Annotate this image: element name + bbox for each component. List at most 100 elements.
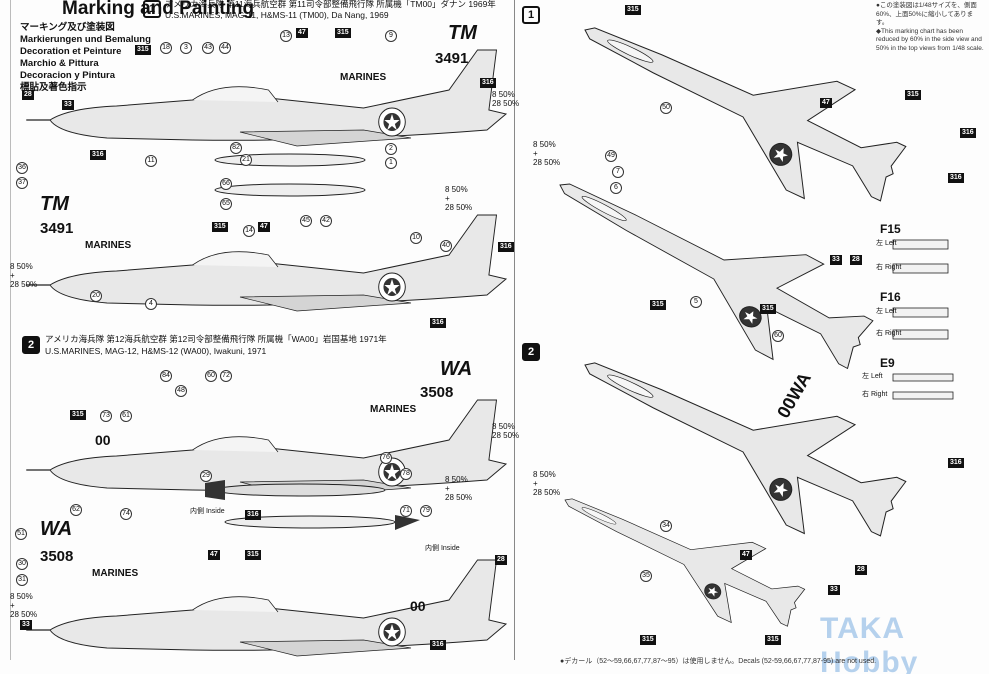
callout-316: 316 [960, 128, 976, 138]
section-1-badge: 1 [143, 0, 161, 18]
fin-f15-right: 右 Right [876, 264, 902, 271]
s1-tail-code: TM [448, 22, 477, 44]
callout-61: 61 [120, 410, 132, 422]
subtitle-de: Markierungen und Bemalung [20, 34, 151, 45]
callout-14: 14 [243, 225, 255, 237]
left-margin-rule [10, 0, 11, 660]
fin-e9-label: E9 [880, 356, 895, 370]
fin-f16-right: 右 Right [876, 330, 902, 337]
callout-74: 74 [120, 508, 132, 520]
subtitle-jp: マーキング及び塗装図 [20, 22, 115, 33]
ratio-label: 8 50%+28 50% [10, 262, 38, 289]
callout-315: 315 [625, 5, 641, 15]
callout-62: 62 [70, 504, 82, 516]
s2-tail-code: WA [440, 358, 473, 380]
callout-315: 315 [212, 222, 228, 232]
ratio-label: 8 50%28 50% [492, 90, 520, 108]
callout-66: 66 [220, 178, 232, 190]
callout-65: 65 [220, 198, 232, 210]
s2-nose-number: 00 [95, 432, 111, 448]
callout-316: 316 [430, 318, 446, 328]
callout-2: 2 [385, 143, 397, 155]
callout-28: 28 [855, 565, 867, 575]
inside-label: 内側 Inside [425, 545, 460, 552]
callout-45: 45 [300, 215, 312, 227]
callout-20: 20 [90, 290, 102, 302]
s2-fuselage-marking-2: MARINES [92, 568, 139, 579]
callout-316: 316 [430, 640, 446, 650]
callout-315: 315 [640, 635, 656, 645]
callout-316: 316 [948, 173, 964, 183]
callout-4: 4 [145, 298, 157, 310]
unused-decals-note: ●デカール（52〜59,66,67,77,87〜95）は使用しません。Decal… [560, 658, 877, 665]
callout-29: 29 [200, 470, 212, 482]
subtitle-fr: Decoration et Peinture [20, 46, 122, 57]
callout-316: 316 [498, 242, 514, 252]
subtitle-cn: 標貼及著色指示 [20, 82, 87, 93]
s1-tail-number-2: 3491 [40, 220, 74, 237]
ratio-label: 8 50%+28 50% [445, 475, 473, 502]
callout-47: 47 [296, 28, 308, 38]
ratio-label: 8 50%28 50% [492, 422, 520, 440]
section-2-title-en: U.S.MARINES, MAG-12, H&MS-12 (WA00), Iwa… [45, 346, 267, 356]
callout-10: 10 [410, 232, 422, 244]
s2-tail-number-2: 3508 [40, 548, 74, 565]
callout-315: 315 [245, 550, 261, 560]
callout-3: 3 [180, 42, 192, 54]
callout-43: 43 [202, 42, 214, 54]
fin-e9-left: 左 Left [862, 373, 883, 380]
scale-note-en: ◆This marking chart has been reduced by … [876, 27, 984, 52]
ratio-label: 8 50%+28 50% [445, 185, 473, 212]
callout-60: 60 [772, 330, 784, 342]
callout-9: 9 [385, 30, 397, 42]
callout-33: 33 [830, 255, 842, 265]
callout-79: 79 [420, 505, 432, 517]
callout-47: 47 [740, 550, 752, 560]
section-1-badge-top: 1 [522, 6, 540, 24]
callout-73: 73 [100, 410, 112, 422]
ratio-label: 8 50%+28 50% [533, 470, 561, 497]
callout-5: 5 [690, 296, 702, 308]
callout-44: 44 [219, 42, 231, 54]
callout-60: 60 [205, 370, 217, 382]
s2-tail-number: 3508 [420, 384, 454, 401]
callout-47: 47 [208, 550, 220, 560]
callout-51: 51 [15, 528, 27, 540]
callout-40: 40 [440, 240, 452, 252]
callout-316: 316 [90, 150, 106, 160]
inside-label: 内側 Inside [190, 508, 225, 515]
callout-315: 315 [135, 45, 151, 55]
callout-35: 35 [640, 570, 652, 582]
callout-315: 315 [70, 410, 86, 420]
callout-33: 33 [62, 100, 74, 110]
callout-37: 37 [16, 177, 28, 189]
callout-78: 78 [400, 468, 412, 480]
callout-316: 316 [948, 458, 964, 468]
callout-21: 21 [240, 154, 252, 166]
scale-note: ●この塗装図は1/48サイズを、側面60%、上面50%に縮小してあります。 ◆T… [876, 2, 984, 53]
callout-316: 316 [245, 510, 261, 520]
callout-49: 49 [605, 150, 617, 162]
callout-33: 33 [20, 620, 32, 630]
page-title: Marking and Painting [62, 0, 255, 19]
callout-34: 34 [660, 520, 672, 532]
scale-note-jp: ●この塗装図は1/48サイズを、側面60%、上面50%に縮小してあります。 [876, 2, 977, 26]
callout-315: 315 [335, 28, 351, 38]
section-1-title-en: U.S.MARINES, MAG-11, H&MS-11 (TM00), Da … [165, 10, 389, 20]
s2-nose-number-2: 00 [410, 598, 426, 614]
callout-315: 315 [760, 304, 776, 314]
callout-71: 71 [400, 505, 412, 517]
callout-315: 315 [905, 90, 921, 100]
callout-13: 13 [280, 30, 292, 42]
subtitle-es: Decoracion y Pintura [20, 70, 116, 81]
callout-47: 47 [820, 98, 832, 108]
callout-33: 33 [828, 585, 840, 595]
callout-84: 84 [160, 370, 172, 382]
s1-fuselage-marking: MARINES [340, 72, 387, 83]
callout-7: 7 [612, 166, 624, 178]
s1-tail-number: 3491 [435, 50, 469, 67]
callout-31: 31 [16, 574, 28, 586]
fin-f15-left: 左 Left [876, 240, 897, 247]
